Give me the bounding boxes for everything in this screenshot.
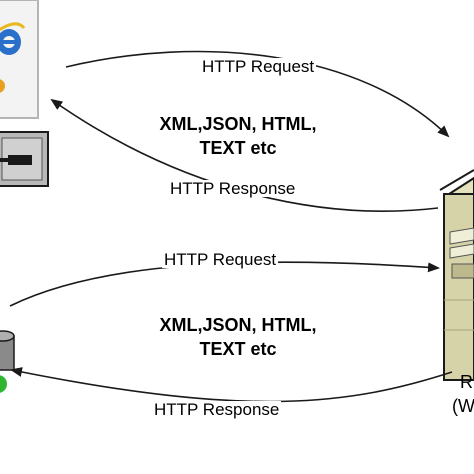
server-label: R (W — [452, 370, 474, 419]
server-drive-bay — [449, 227, 474, 245]
bottom-payload-types: XML,JSON, HTML, TEXT etc — [150, 313, 326, 362]
database-client — [0, 330, 15, 393]
top-http-request-label: HTTP Request — [200, 57, 317, 76]
internet-explorer-icon — [0, 22, 26, 55]
server-label-line1: R — [460, 372, 473, 392]
browser-client — [0, 0, 39, 119]
top-payload-line2: TEXT etc — [199, 138, 277, 159]
small-app-icon — [0, 79, 5, 93]
bottom-payload-line1: XML,JSON, HTML, — [159, 315, 317, 335]
plug-icon — [0, 131, 49, 187]
top-payload-types: XML,JSON, HTML, TEXT etc — [150, 112, 326, 161]
top-payload-line1: XML,JSON, HTML, — [159, 114, 317, 134]
top-http-response-label: HTTP Response — [168, 179, 298, 198]
bottom-response-arrow — [10, 367, 453, 403]
web-server — [439, 169, 474, 381]
server-drive-bay — [449, 243, 474, 259]
bottom-http-request-label: HTTP Request — [162, 250, 279, 269]
server-label-line2: (W — [452, 396, 474, 417]
top-request-arrow — [65, 50, 450, 138]
green-status-indicator — [0, 375, 7, 393]
bottom-payload-line2: TEXT etc — [199, 339, 277, 360]
server-vent — [451, 263, 474, 279]
bottom-http-response-label: HTTP Response — [152, 400, 282, 419]
